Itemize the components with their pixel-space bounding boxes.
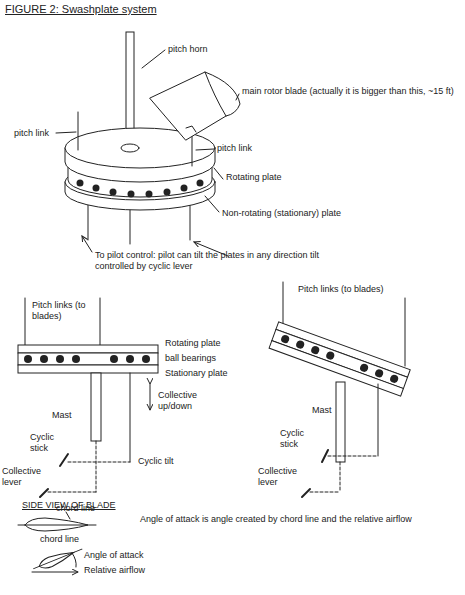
part-label: Cyclic tilt <box>138 456 174 467</box>
part-label: Angle of attack <box>84 550 144 561</box>
part-label: chord line <box>40 534 79 545</box>
note: Angle of attack is angle created by chor… <box>140 514 430 525</box>
part-label: Pitch links (to blades) <box>32 300 90 322</box>
part-label: Stationary plate <box>165 368 228 379</box>
part-label: Mast <box>312 405 332 416</box>
part-label: ball bearings <box>165 353 216 364</box>
part-label: pitch horn <box>168 44 208 55</box>
part-label: pitch link <box>217 143 252 154</box>
part-label: Non-rotating (stationary) plate <box>222 208 341 219</box>
part-label: Collective lever <box>2 466 46 488</box>
part-label: Mast <box>52 410 72 421</box>
part-label: Rotating plate <box>165 338 221 349</box>
part-label: main rotor blade (actually it is bigger … <box>242 86 460 97</box>
figure-title: FIGURE 2: Swashplate system <box>5 3 157 15</box>
part-label: Collective lever <box>258 466 302 488</box>
part-label: Collective up/down <box>158 390 220 412</box>
part-label: pitch link <box>14 128 49 139</box>
part-label: Rotating plate <box>226 172 282 183</box>
note: To pilot control: pilot can tilt the pla… <box>95 250 325 272</box>
part-label: chord line <box>56 503 95 514</box>
part-label: Cyclic stick <box>30 432 64 454</box>
part-label: Relative airflow <box>84 565 145 576</box>
part-label: Cyclic stick <box>280 428 314 450</box>
part-label: Pitch links (to blades) <box>298 284 398 295</box>
